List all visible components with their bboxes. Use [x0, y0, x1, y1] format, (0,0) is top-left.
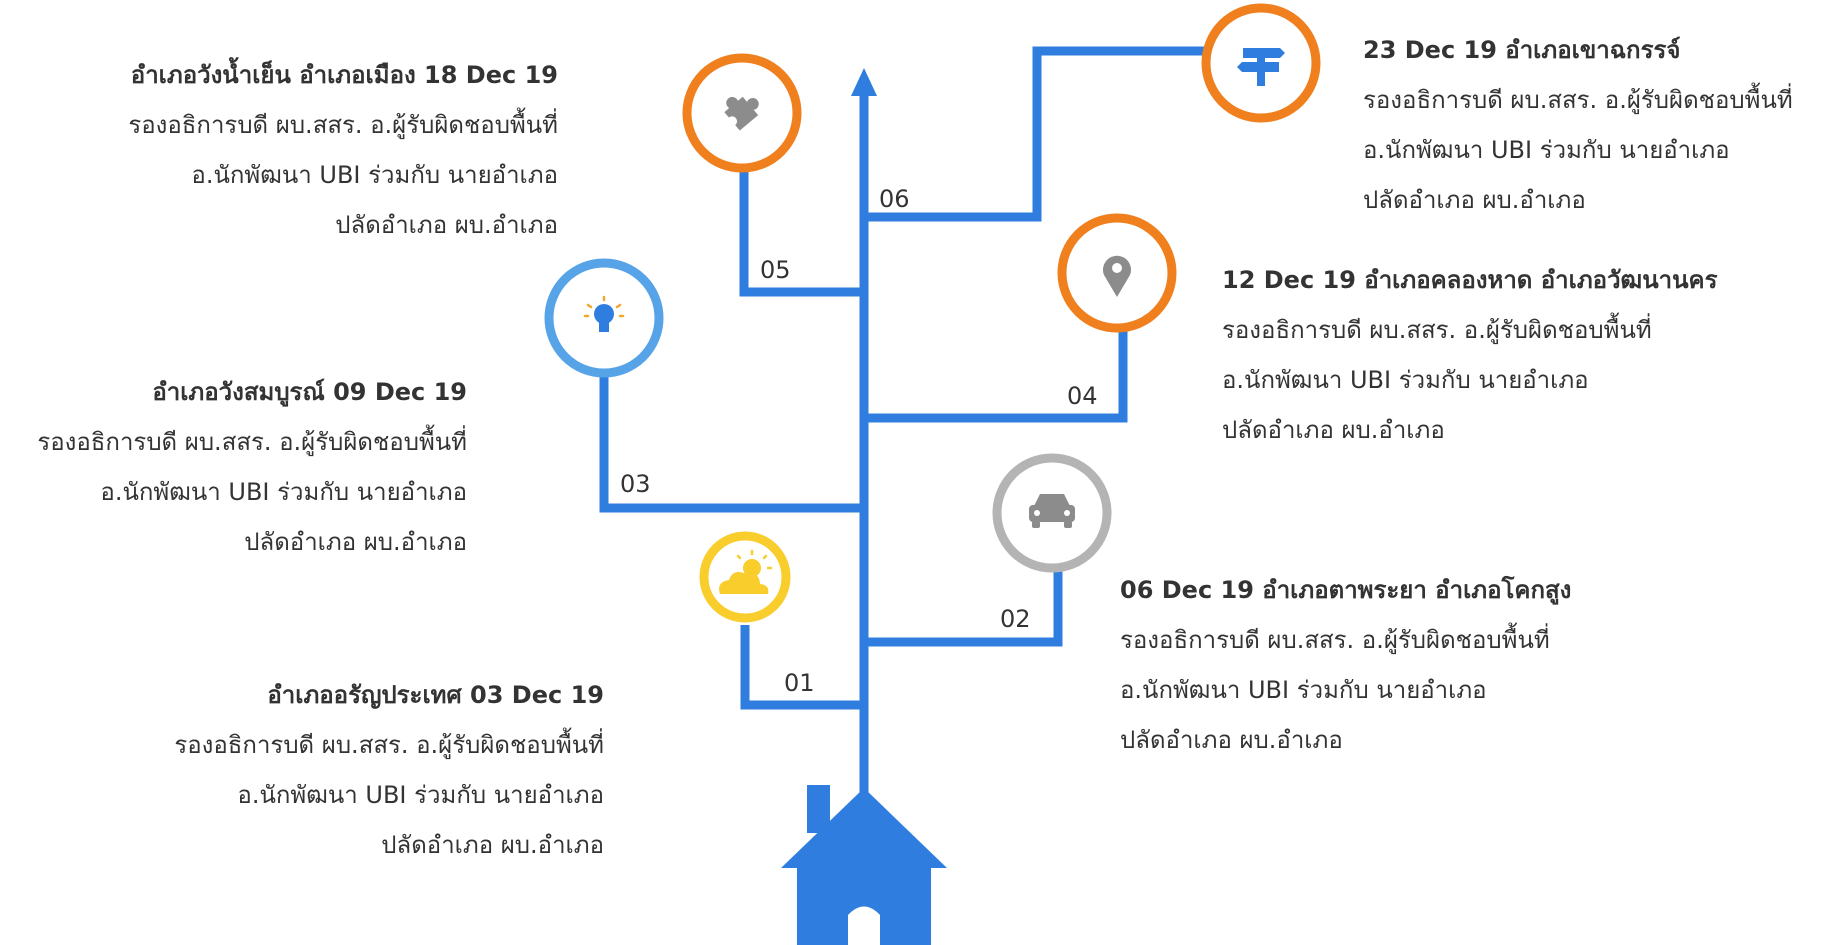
step-01-line-3: ปลัดอำเภอ ผบ.อำเภอ	[381, 831, 604, 859]
node-06	[1201, 3, 1321, 123]
node-05	[682, 53, 802, 173]
step-number-01: 01	[784, 669, 815, 697]
step-05-text: อำเภอวังน้ำเย็น อำเภอเมือง 18 Dec 19 รอง…	[128, 50, 558, 250]
car-icon	[1029, 494, 1075, 528]
branch-03	[599, 375, 864, 513]
step-06-line-3: ปลัดอำเภอ ผบ.อำเภอ	[1363, 186, 1586, 214]
node-03	[544, 258, 664, 378]
house-icon	[781, 785, 947, 945]
branch-05	[739, 168, 864, 297]
step-04-text: 12 Dec 19 อำเภอคลองหาด อำเภอวัฒนานคร รอง…	[1222, 255, 1717, 455]
step-number-02: 02	[1000, 605, 1031, 633]
sun-cloud-icon	[719, 549, 773, 594]
step-02-line-1: รองอธิการบดี ผบ.สสร. อ.ผู้รับผิดชอบพื้นท…	[1120, 626, 1550, 654]
step-06-line-1: รองอธิการบดี ผบ.สสร. อ.ผู้รับผิดชอบพื้นท…	[1363, 86, 1793, 114]
step-05-line-2: อ.นักพัฒนา UBI ร่วมกับ นายอำเภอ	[191, 161, 558, 189]
step-02-line-2: อ.นักพัฒนา UBI ร่วมกับ นายอำเภอ	[1120, 676, 1487, 704]
step-01-line-1: รองอธิการบดี ผบ.สสร. อ.ผู้รับผิดชอบพื้นท…	[174, 731, 604, 759]
map-pin-icon	[1103, 255, 1131, 297]
step-06-line-2: อ.นักพัฒนา UBI ร่วมกับ นายอำเภอ	[1363, 136, 1730, 164]
step-05-line-3: ปลัดอำเภอ ผบ.อำเภอ	[335, 211, 558, 239]
branch-04	[864, 330, 1128, 423]
trunk-arrowhead	[851, 68, 877, 96]
branch-01	[740, 625, 864, 710]
step-03-text: อำเภอวังสมบูรณ์ 09 Dec 19 รองอธิการบดี ผ…	[37, 367, 467, 567]
step-01-line-2: อ.นักพัฒนา UBI ร่วมกับ นายอำเภอ	[237, 781, 604, 809]
lightbulb-icon	[583, 295, 625, 332]
step-02-line-3: ปลัดอำเภอ ผบ.อำเภอ	[1120, 726, 1343, 754]
step-number-04: 04	[1067, 382, 1098, 410]
step-03-line-3: ปลัดอำเภอ ผบ.อำเภอ	[244, 528, 467, 556]
step-04-title: 12 Dec 19 อำเภอคลองหาด อำเภอวัฒนานคร	[1222, 266, 1718, 294]
step-04-line-2: อ.นักพัฒนา UBI ร่วมกับ นายอำเภอ	[1222, 366, 1589, 394]
step-03-title: อำเภอวังสมบูรณ์ 09 Dec 19	[152, 378, 467, 406]
node-04	[1057, 213, 1177, 333]
step-06-title: 23 Dec 19 อำเภอเขาฉกรรจ์	[1363, 36, 1681, 64]
step-02-title: 06 Dec 19 อำเภอตาพระยา อำเภอโคกสูง	[1120, 576, 1572, 604]
step-number-03: 03	[620, 470, 651, 498]
step-03-line-1: รองอธิการบดี ผบ.สสร. อ.ผู้รับผิดชอบพื้นท…	[37, 428, 467, 456]
signpost-icon	[1237, 48, 1285, 86]
step-01-text: อำเภออรัญประเทศ 03 Dec 19 รองอธิการบดี ผ…	[174, 670, 604, 870]
step-number-06: 06	[879, 185, 910, 213]
step-04-line-3: ปลัดอำเภอ ผบ.อำเภอ	[1222, 416, 1445, 444]
step-02-text: 06 Dec 19 อำเภอตาพระยา อำเภอโคกสูง รองอธ…	[1120, 565, 1571, 765]
step-03-line-2: อ.นักพัฒนา UBI ร่วมกับ นายอำเภอ	[100, 478, 467, 506]
step-06-text: 23 Dec 19 อำเภอเขาฉกรรจ์ รองอธิการบดี ผบ…	[1363, 25, 1793, 225]
node-01	[699, 531, 791, 623]
step-04-line-1: รองอธิการบดี ผบ.สสร. อ.ผู้รับผิดชอบพื้นท…	[1222, 316, 1652, 344]
puzzle-icon	[724, 96, 759, 131]
branch-02	[864, 562, 1063, 647]
step-05-title: อำเภอวังน้ำเย็น อำเภอเมือง 18 Dec 19	[130, 61, 558, 89]
node-02	[992, 453, 1112, 573]
tree-branches	[599, 46, 1220, 945]
step-number-05: 05	[760, 256, 791, 284]
step-01-title: อำเภออรัญประเทศ 03 Dec 19	[267, 681, 604, 709]
branch-06	[864, 46, 1220, 222]
step-05-line-1: รองอธิการบดี ผบ.สสร. อ.ผู้รับผิดชอบพื้นท…	[128, 111, 558, 139]
